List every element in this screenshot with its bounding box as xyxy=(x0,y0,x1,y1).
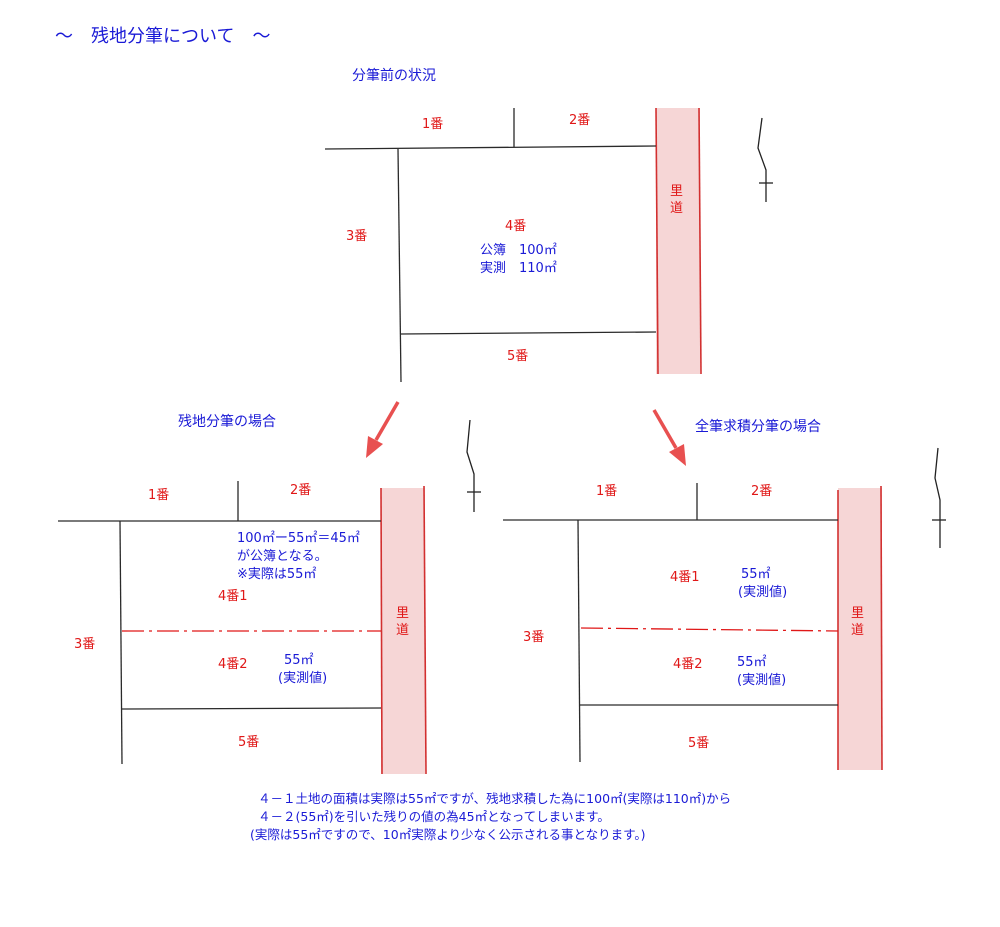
left-lot4-2-note: (実測値) xyxy=(278,670,327,686)
road-label-char2: 道 xyxy=(670,201,683,216)
right-lot4-2-area: 55㎡ xyxy=(737,655,767,670)
left-lot4-2: 4番2 xyxy=(218,657,248,672)
arrow-to-left xyxy=(366,401,400,458)
boundary-west xyxy=(397,148,402,383)
before-lot4: 4番 xyxy=(505,219,526,234)
right-lot4-1-area: 55㎡ xyxy=(741,567,771,582)
before-lot5: 5番 xyxy=(507,349,528,364)
road-label-before: 里 道 xyxy=(670,184,683,216)
right-lot4-1-note: (実測値) xyxy=(738,584,787,600)
road-edge-right xyxy=(698,107,702,375)
page-title: ～ 残地分筆について ～ xyxy=(55,26,270,47)
boundary-top xyxy=(324,145,657,150)
boundary-south xyxy=(400,331,657,335)
before-lot3: 3番 xyxy=(346,229,367,244)
left-lot5: 5番 xyxy=(238,735,259,750)
right-lot4-2: 4番2 xyxy=(673,657,703,672)
road-before xyxy=(656,108,700,374)
boundary-west xyxy=(577,519,581,763)
boundary-south xyxy=(120,707,382,710)
before-survey-area: 実測 110㎡ xyxy=(480,260,557,276)
road-label-char2: 道 xyxy=(851,623,864,638)
north-arrow-before xyxy=(757,117,773,202)
road-label-char2: 道 xyxy=(396,623,409,638)
left-lot3: 3番 xyxy=(74,637,95,652)
road-label-char1: 里 xyxy=(396,606,409,621)
left-calc-line2: が公簿となる。 xyxy=(237,549,328,564)
road-label-left: 里 道 xyxy=(396,606,409,638)
road-edge-right xyxy=(880,485,883,771)
road-right xyxy=(838,488,882,770)
before-registry-area: 公簿 100㎡ xyxy=(480,243,557,258)
arrow-to-right xyxy=(652,409,686,466)
right-lot4-2-note: (実測値) xyxy=(737,672,786,688)
road-edge-right xyxy=(423,485,427,775)
right-lot4-1: 4番1 xyxy=(670,570,700,585)
before-lot1: 1番 xyxy=(422,117,443,132)
road-left xyxy=(381,488,425,774)
left-lot4-2-area: 55㎡ xyxy=(284,653,314,668)
diagram-right xyxy=(503,483,883,771)
right-lot2: 2番 xyxy=(751,484,772,499)
right-lot5: 5番 xyxy=(688,736,709,751)
note-line-2: ４－２(55㎡)を引いた残りの値の為45㎡となってしまいます。 xyxy=(258,809,610,824)
left-lot1: 1番 xyxy=(148,488,169,503)
right-lot1: 1番 xyxy=(596,484,617,499)
road-edge-left xyxy=(655,107,659,375)
left-lot4-1: 4番1 xyxy=(218,589,248,604)
north-arrow-right xyxy=(932,447,946,548)
right-lot3: 3番 xyxy=(523,630,544,645)
before-lot2: 2番 xyxy=(569,113,590,128)
section-title-right: 全筆求積分筆の場合 xyxy=(695,418,821,435)
road-label-char1: 里 xyxy=(670,184,683,199)
road-label-right: 里 道 xyxy=(851,606,864,638)
left-calc-line3: ※実際は55㎡ xyxy=(237,566,316,582)
subdivision-line xyxy=(580,627,839,632)
left-calc-line1: 100㎡ー55㎡＝45㎡ xyxy=(237,531,360,546)
section-title-before: 分筆前の状況 xyxy=(352,67,436,84)
north-arrow-left xyxy=(466,419,481,512)
diagram-before xyxy=(324,107,702,383)
section-title-left: 残地分筆の場合 xyxy=(178,414,276,430)
diagram-left xyxy=(58,481,427,775)
boundary-west xyxy=(119,520,123,765)
note-line-3: (実際は55㎡ですので、10㎡実際より少なく公示される事となります。) xyxy=(250,827,645,842)
note-line-1: ４－１土地の面積は実際は55㎡ですが、残地求積した為に100㎡(実際は110㎡)… xyxy=(258,791,731,806)
left-lot2: 2番 xyxy=(290,483,311,498)
road-label-char1: 里 xyxy=(851,606,864,621)
road-edge-left xyxy=(380,487,383,775)
